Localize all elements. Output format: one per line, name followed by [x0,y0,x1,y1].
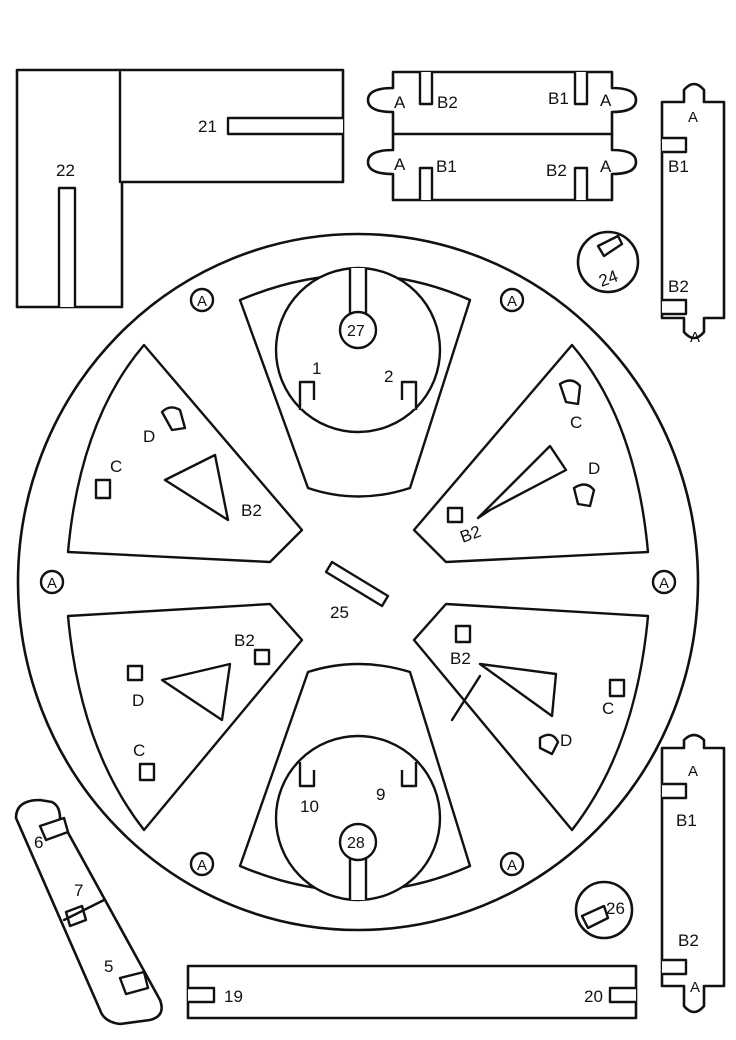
part-right-strip-top: A B1 B2 A [660,82,726,346]
part-19-20: 19 20 [186,964,638,1020]
label-21: 21 [198,117,217,136]
part-top-strips: A B2 B1 A A B1 B2 A [366,70,638,202]
label-b2: B2 [546,161,567,180]
label-a: A [690,979,700,996]
label-a: A [197,857,207,874]
label-d: D [560,731,572,750]
label-b1: B1 [548,89,569,108]
part-right-strip-bottom: A B1 B2 A [660,733,726,1014]
label-9: 9 [376,785,385,804]
label-b2: B2 [450,649,471,668]
label-20: 20 [584,987,603,1006]
label-1: 1 [312,359,321,378]
label-19: 19 [224,987,243,1006]
label-c: C [602,699,614,718]
label-d: D [132,691,144,710]
label-5: 5 [104,957,113,976]
label-a: A [659,575,669,592]
label-a: A [688,109,698,126]
label-b1: B1 [436,157,457,176]
label-7: 7 [74,881,83,900]
label-2: 2 [384,367,393,386]
label-b2: B2 [437,93,458,112]
label-6: 6 [34,833,43,852]
a-markers: A A A A A A [39,287,677,877]
label-a: A [394,155,406,174]
label-a: A [394,93,406,112]
label-d: D [143,427,155,446]
label-27: 27 [347,323,365,340]
part-26: 26 [574,880,634,940]
part-24: 24 [576,230,640,294]
label-25: 25 [330,603,349,622]
label-22: 22 [56,161,75,180]
label-10: 10 [300,797,319,816]
label-a: A [600,157,612,176]
label-28: 28 [347,835,365,852]
label-a: A [507,857,517,874]
label-a: A [507,293,517,310]
label-a: A [688,763,698,780]
label-b2: B2 [234,631,255,650]
label-a: A [47,575,57,592]
label-d: D [588,459,600,478]
label-b1: B1 [668,157,689,176]
main-wheel: 27 1 2 28 10 9 D C B2 C D B2 [16,232,700,932]
label-a: A [197,293,207,310]
label-b2: B2 [241,501,262,520]
label-b2: B2 [668,277,689,296]
part-21-22: 21 22 [15,68,345,309]
label-b1: B1 [676,811,697,830]
label-a: A [690,329,700,346]
part-5-6-7: 6 7 5 [14,798,163,1026]
label-c: C [133,741,145,760]
label-b2: B2 [678,931,699,950]
label-c: C [570,413,582,432]
label-c: C [110,457,122,476]
label-a: A [600,91,612,110]
label-26: 26 [606,899,625,918]
